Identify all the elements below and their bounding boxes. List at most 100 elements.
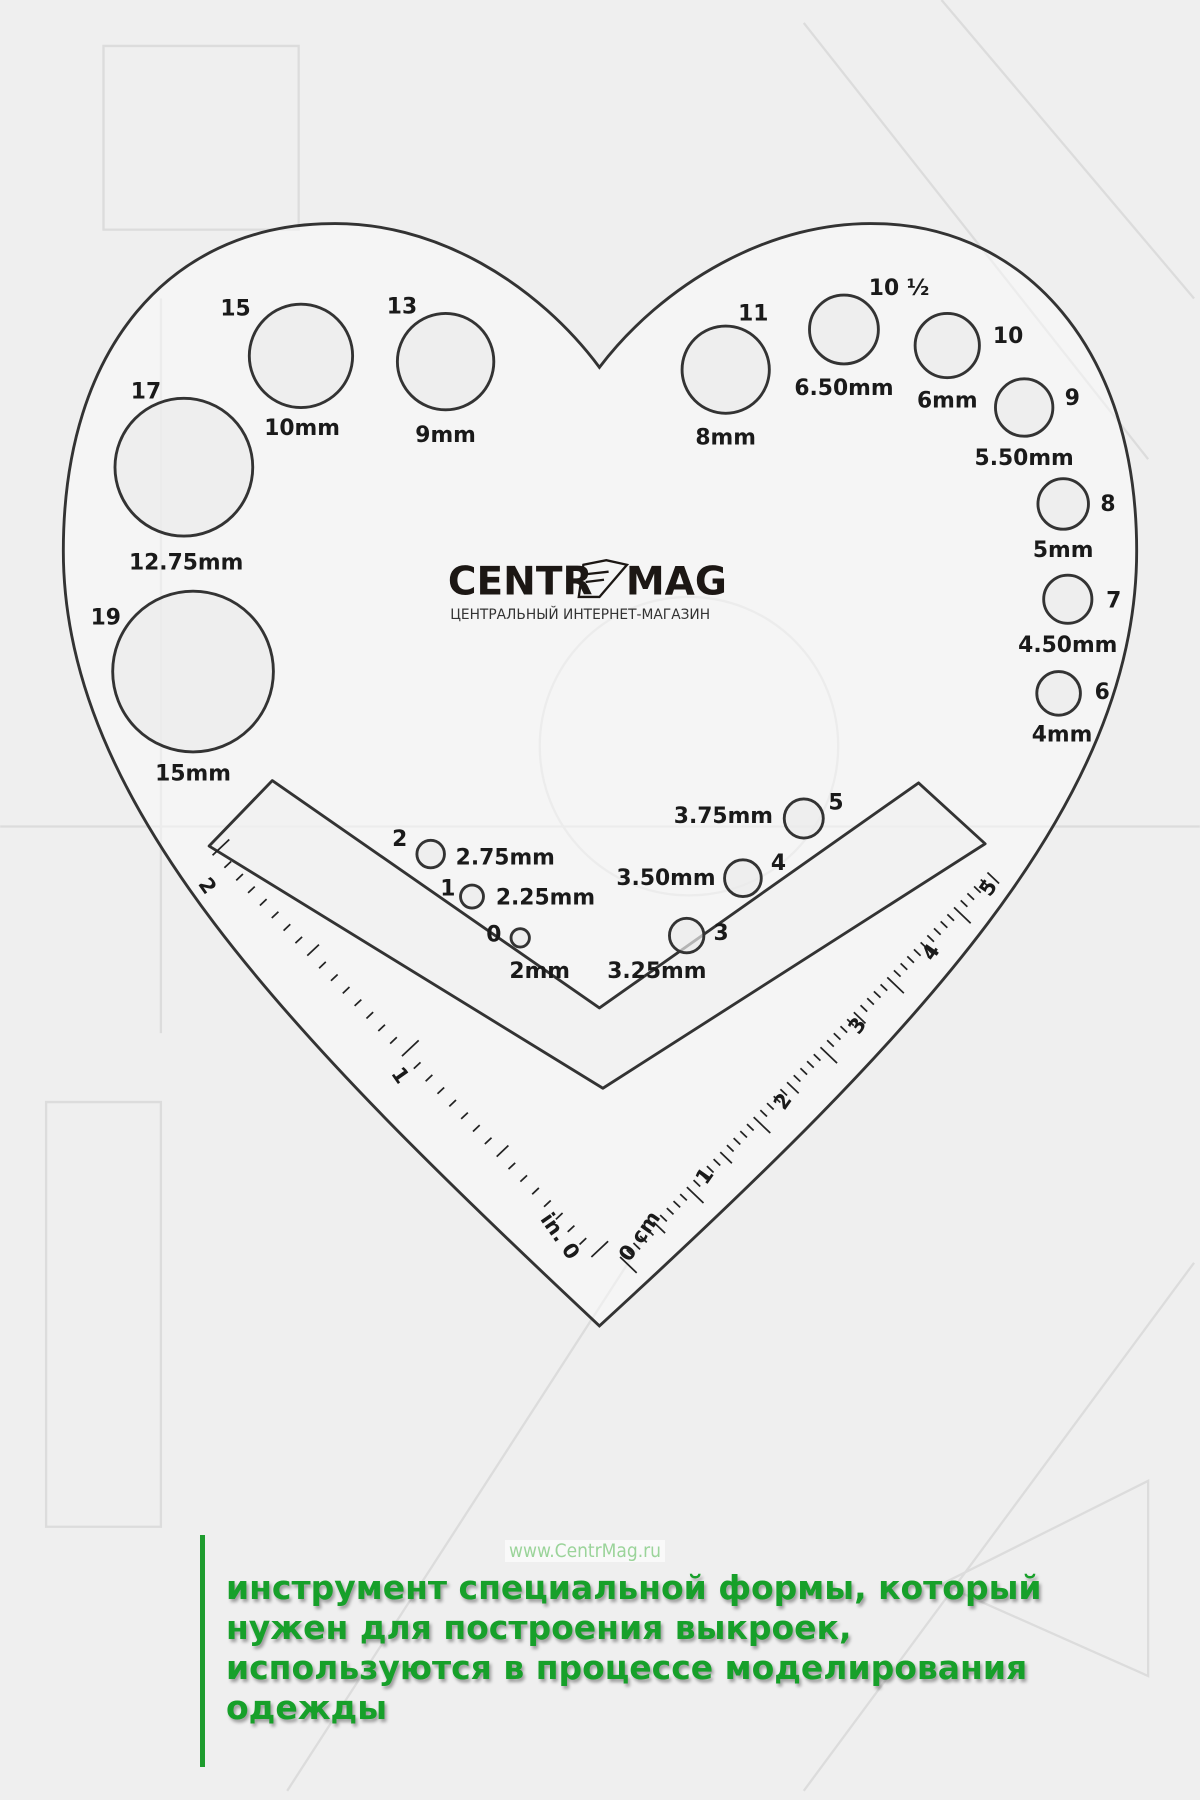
ruler-tick: [619, 1256, 638, 1274]
ruler-tick: [826, 1039, 835, 1048]
ruler-tick: [578, 1237, 587, 1246]
ruler-tick: [900, 962, 908, 971]
ruler-tick: [271, 911, 280, 919]
size-hole: 53.75mm: [674, 790, 843, 840]
hole-mm-label: 4.50mm: [1018, 633, 1117, 658]
ruler-tick: [706, 1165, 715, 1174]
ruler-tick: [773, 1095, 781, 1104]
size-hole: 10 ½ 6.50mm: [794, 276, 929, 401]
ruler-tick: [543, 1199, 552, 1208]
ruler-tick: [365, 1011, 374, 1020]
hole-size-label: 2: [392, 827, 407, 852]
ruler-tick: [813, 1053, 822, 1062]
hole-mm-label: 5.50mm: [975, 446, 1074, 471]
hole-mm-label: 6mm: [917, 389, 978, 414]
ruler-tick: [330, 973, 339, 982]
ruler-tick: [879, 983, 888, 992]
hole-size-label: 1: [440, 876, 455, 901]
ruler-tick: [235, 873, 244, 881]
ruler-tick: [377, 1024, 386, 1032]
hole-size-label: 8: [1100, 492, 1115, 517]
ruler-tick: [806, 1060, 815, 1069]
ruler-tick: [555, 1212, 564, 1220]
hole-circle: [680, 324, 771, 415]
caption-line: нужен для построения выкроек,: [226, 1608, 852, 1647]
size-hole: 22.75mm: [392, 827, 555, 870]
site-url: www.CentrMag.ru: [505, 1540, 666, 1562]
hole-size-label: 10 ½: [869, 276, 929, 301]
hole-circle: [1035, 670, 1082, 717]
hole-circle: [1036, 477, 1090, 531]
ruler-tick: [946, 913, 955, 922]
hole-circle: [113, 396, 255, 538]
hole-size-label: 19: [91, 605, 121, 630]
ruler-tick: [626, 1249, 635, 1257]
accent-bar: [200, 1535, 205, 1767]
ruler-tick: [354, 998, 362, 1007]
size-hole: 74.50mm: [1018, 573, 1121, 658]
hole-circle: [459, 883, 485, 910]
ruler-tick: [318, 961, 327, 969]
ruler-tick: [846, 1018, 855, 1027]
ruler-tick: [766, 1102, 775, 1111]
caption-text: инструмент специальной формы, который ну…: [226, 1568, 1042, 1728]
hole-circle: [111, 589, 275, 754]
size-hole: 95.50mm: [975, 377, 1080, 471]
size-hole: 19 15mm: [91, 589, 275, 787]
ruler-tick: [886, 976, 905, 994]
ruler-tick: [460, 1111, 469, 1120]
ruler-tick: [973, 885, 982, 894]
hole-circle: [247, 302, 355, 409]
hole-size-label: 17: [131, 379, 161, 404]
ruler-tick: [496, 1144, 509, 1158]
hole-mm-label: 9mm: [415, 423, 476, 448]
hole-circle: [1042, 573, 1094, 625]
ruler-tick: [632, 1242, 641, 1250]
hole-mm-label: 6.50mm: [794, 376, 893, 401]
ruler-tick: [966, 892, 975, 901]
hole-circle: [994, 377, 1055, 438]
ruler-tick: [913, 948, 922, 957]
hole-circle: [723, 858, 763, 898]
size-hole: 43.50mm: [616, 851, 786, 898]
ruler-tick: [389, 1036, 398, 1045]
hole-size-label: 6: [1095, 680, 1110, 705]
size-hole: 33.25mm: [607, 916, 729, 984]
hole-size-label: 13: [387, 294, 417, 319]
caption-line: инструмент специальной формы, который: [226, 1568, 1042, 1607]
ruler-tick: [672, 1200, 681, 1209]
ruler-tick: [839, 1025, 848, 1034]
hole-mm-label: 15mm: [155, 762, 231, 787]
hole-mm-label: 2.25mm: [496, 886, 595, 911]
hole-mm-label: 12.75mm: [129, 550, 243, 575]
ruler-tick: [926, 934, 935, 943]
hole-mm-label: 10mm: [264, 416, 340, 441]
ruler-tick: [833, 1032, 842, 1041]
size-hole: 1 2.25mm: [440, 876, 595, 910]
hole-circle: [509, 927, 531, 949]
ruler-tick: [960, 899, 968, 908]
ruler-tick: [866, 997, 875, 1006]
ruler-tick: [507, 1162, 516, 1170]
ruler-tick: [733, 1137, 741, 1146]
ruler-tick: [484, 1137, 493, 1145]
ruler-tick: [659, 1214, 668, 1223]
ruler-tick: [920, 941, 933, 955]
ruler-tick: [739, 1130, 748, 1139]
ruler-tick: [893, 969, 902, 978]
hole-size-label: 5: [828, 790, 843, 815]
hole-circle: [415, 838, 446, 870]
ruler-tick: [986, 871, 1000, 885]
ruler-tick: [759, 1109, 768, 1118]
hole-mm-label: 3.25mm: [607, 959, 706, 984]
logo-right: MAG: [626, 560, 727, 605]
ruler-tick: [940, 920, 948, 929]
ruler-tick: [853, 1011, 867, 1025]
size-hole: 17 12.75mm: [113, 379, 255, 575]
ruler-tick: [933, 927, 942, 936]
caption-line: одежды: [226, 1688, 388, 1727]
ruler-tick: [679, 1193, 688, 1202]
